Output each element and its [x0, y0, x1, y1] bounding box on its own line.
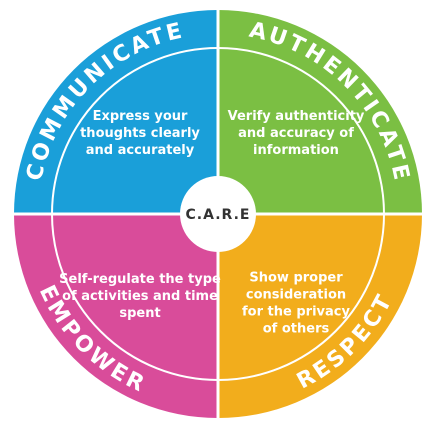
quadrant-communicate [14, 10, 218, 214]
quadrant-line: of activities and time [62, 289, 218, 304]
quadrant-text-communicate: Express your thoughts clearly and accurate… [80, 109, 200, 158]
quadrant-text-authenticate: Verify authenticity and accuracy of inform… [228, 109, 365, 158]
quadrant-empower [14, 214, 218, 418]
inner-ring [51, 47, 385, 381]
quadrant-line: for the privacy [242, 305, 350, 320]
quadrant-line: Show proper [249, 271, 343, 286]
center-label: C.A.R.E [186, 207, 251, 223]
quadrant-line: and accuracy of [238, 126, 354, 141]
quadrant-line: Express your [93, 109, 188, 124]
quadrant-line: Verify authenticity [228, 109, 365, 124]
quadrant-line: spent [119, 306, 160, 321]
quadrant-text-respect: Show proper consideration for the privacy o… [242, 271, 350, 337]
quadrant-respect [218, 214, 422, 418]
quadrant-line: Self-regulate the type [59, 272, 221, 287]
quadrant-text-empower: Self-regulate the type of activities and … [59, 272, 221, 321]
quadrant-line: consideration [246, 288, 346, 303]
quadrant-line: and accurately [86, 143, 195, 158]
quadrant-line: of others [263, 322, 330, 337]
quadrant-line: thoughts clearly [80, 126, 200, 141]
quadrant-authenticate [218, 10, 422, 214]
quadrant-line: information [253, 143, 339, 158]
center-circle [180, 176, 256, 252]
